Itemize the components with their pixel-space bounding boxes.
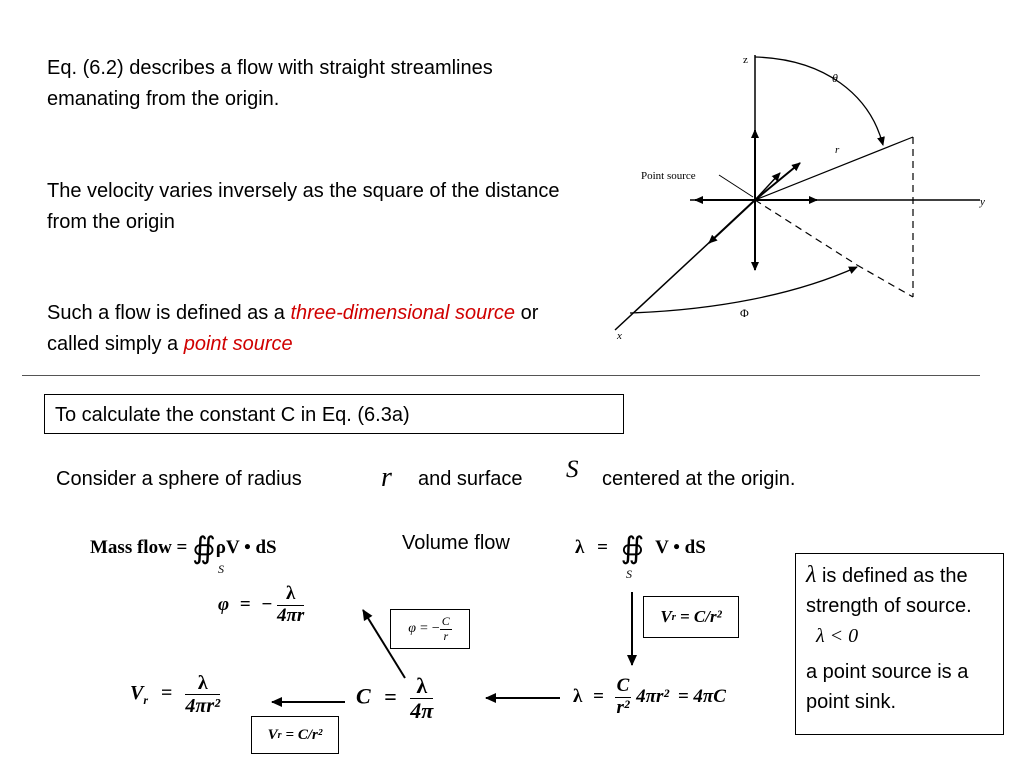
mass-flow-surface-subscript: S bbox=[218, 562, 224, 576]
phi-lambda-equation: φ = − λ 4πr bbox=[218, 583, 305, 627]
volume-flow-integrand: V • dS bbox=[655, 536, 706, 558]
vr-lambda-equals: = bbox=[161, 682, 173, 705]
volume-flow-equals: = bbox=[597, 536, 608, 558]
phi-label: Φ bbox=[740, 306, 749, 320]
calculation-task-box: To calculate the constant C in Eq. (6.3a… bbox=[44, 394, 624, 434]
paragraph-streamlines: Eq. (6.2) describes a flow with straight… bbox=[47, 57, 493, 110]
point-source-figure: z y x r θ Φ Point source bbox=[614, 54, 985, 342]
phi-minus: − bbox=[261, 593, 273, 615]
c-symbol: C bbox=[356, 683, 371, 709]
r-vector-label: r bbox=[835, 144, 840, 156]
x-axis-label: x bbox=[616, 330, 622, 342]
vr-right-subscript: r bbox=[671, 611, 676, 623]
vr-lambda-symbol: V bbox=[130, 682, 144, 705]
vr-lambda-numerator: λ bbox=[185, 672, 221, 695]
c-lambda-fraction: λ 4π bbox=[410, 673, 434, 724]
radius-symbol: r bbox=[381, 462, 392, 493]
surface-integral-icon: ∯ bbox=[192, 532, 216, 565]
lambda-definition-box: λ is defined as the strength of source. … bbox=[795, 553, 1004, 735]
vr-bottom-symbol: V bbox=[267, 726, 278, 743]
lambda-c-surface-area: 4πr² bbox=[636, 685, 670, 707]
lambda-c-result: = 4πC bbox=[677, 685, 726, 707]
lambda-c-equation: λ = C r² 4πr² = 4πC bbox=[573, 675, 726, 719]
phi-c-box: φ = − C r bbox=[390, 609, 470, 649]
vr-bottom-subscript: r bbox=[277, 729, 282, 741]
theta-label: θ bbox=[832, 71, 838, 85]
mass-flow-equation: Mass flow = ∯ρV • dS bbox=[90, 531, 277, 566]
term-three-dimensional-source: three-dimensional source bbox=[290, 302, 516, 324]
vr-lambda-fraction: λ 4πr² bbox=[185, 672, 221, 717]
definition-prefix: Such a flow is defined as a bbox=[47, 302, 291, 324]
consider-part2: and surface bbox=[418, 468, 523, 490]
volume-surface-integral-icon: ∯ bbox=[620, 532, 645, 565]
point-source-label: Point source bbox=[641, 170, 696, 182]
volume-flow-surface-subscript: S bbox=[626, 567, 632, 581]
vr-lambda-denominator: 4πr² bbox=[185, 695, 221, 717]
lambda-definition-text: is defined as the strength of source. bbox=[806, 565, 972, 617]
phi-fraction-denominator: 4πr bbox=[277, 604, 305, 626]
phi-c-fraction: C r bbox=[439, 614, 452, 643]
phi-c-equals: = bbox=[419, 621, 428, 636]
paragraph-velocity: The velocity varies inversely as the squ… bbox=[47, 180, 560, 233]
phi-c-numerator: C bbox=[439, 614, 452, 630]
c-fraction-numerator: λ bbox=[410, 673, 434, 700]
vr-lambda-equation: Vr = λ 4πr² bbox=[130, 672, 221, 717]
lambda-c-equals: = bbox=[593, 685, 604, 707]
c-equals: = bbox=[384, 683, 397, 709]
phi-equals: = bbox=[239, 593, 251, 615]
paragraph-definition: Such a flow is defined as a three-dimens… bbox=[47, 298, 577, 360]
phi-symbol: φ bbox=[218, 593, 230, 615]
phi-c-denominator: r bbox=[443, 628, 449, 643]
z-axis-label: z bbox=[743, 54, 748, 66]
y-axis-label: y bbox=[979, 196, 985, 208]
vr-right-symbol: V bbox=[660, 607, 672, 626]
vr-right-value: = C/r² bbox=[679, 607, 722, 626]
phi-fraction-numerator: λ bbox=[277, 583, 305, 606]
mass-flow-label: Mass flow = bbox=[90, 536, 188, 558]
phi-lambda-fraction: λ 4πr bbox=[277, 583, 305, 627]
term-point-source: point source bbox=[183, 333, 293, 355]
separator-line bbox=[22, 375, 980, 376]
volume-flow-lambda: λ bbox=[575, 536, 585, 558]
lambda-c-denominator: r² bbox=[616, 696, 630, 718]
c-fraction-denominator: 4π bbox=[410, 698, 434, 724]
mass-flow-integrand: ρV • dS bbox=[215, 536, 277, 558]
lambda-c-numerator: C bbox=[614, 675, 632, 698]
volume-flow-label: Volume flow bbox=[402, 532, 510, 554]
point-sink-text: a point source is a point sink. bbox=[806, 661, 969, 713]
arrow-up-to-phi bbox=[362, 609, 406, 679]
lambda-c-fraction: C r² bbox=[614, 675, 632, 719]
c-lambda-equation: C = λ 4π bbox=[356, 673, 434, 724]
lambda-sink-condition: λ < 0 bbox=[816, 625, 859, 647]
consider-part1: Consider a sphere of radius bbox=[56, 468, 302, 490]
lambda-c-lambda: λ bbox=[573, 685, 583, 707]
vr-bottom-value: = C/r² bbox=[285, 726, 323, 743]
phi-c-symbol: φ bbox=[408, 621, 416, 636]
surface-symbol: S bbox=[566, 456, 579, 483]
lambda-definition-symbol: λ bbox=[806, 562, 817, 588]
definition-middle: or called simply a bbox=[47, 302, 539, 355]
volume-flow-equation: λ = ∯ V • dS bbox=[575, 531, 706, 566]
consider-part3: centered at the origin. bbox=[602, 468, 796, 490]
phi-c-minus: − bbox=[431, 621, 440, 636]
calculation-task-text: To calculate the constant C in Eq. (6.3a… bbox=[55, 404, 410, 426]
vr-lambda-subscript: r bbox=[143, 693, 149, 708]
